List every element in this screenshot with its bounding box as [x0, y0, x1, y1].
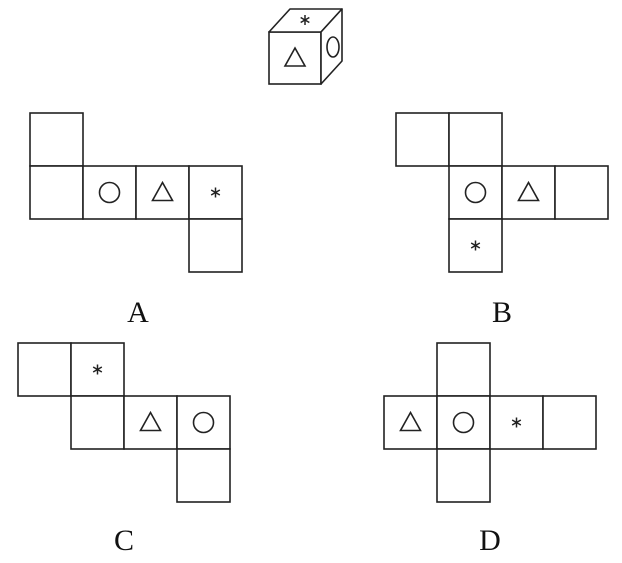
net-cell: [17, 342, 72, 397]
net-cell: [542, 395, 597, 450]
cube-right-face: [320, 8, 343, 85]
net-cell: [135, 165, 190, 220]
option-label-c[interactable]: C: [113, 524, 134, 557]
asterisk-icon: [92, 364, 103, 375]
triangle-icon: [517, 180, 540, 202]
reference-cube: [268, 8, 343, 85]
net-cell: [70, 395, 125, 450]
triangle-icon: [283, 46, 307, 67]
triangle-icon: [151, 180, 174, 202]
asterisk-icon: [210, 187, 221, 198]
net-cell: [501, 165, 556, 220]
asterisk-icon: [470, 240, 481, 251]
asterisk-icon: [511, 417, 522, 428]
option-label-d[interactable]: D: [479, 524, 501, 557]
net-cell: [448, 218, 503, 273]
net-cell: [176, 395, 231, 450]
net-option-b[interactable]: [395, 112, 609, 273]
net-cell: [448, 165, 503, 220]
triangle-icon: [399, 410, 422, 432]
cube-front-face: [268, 31, 322, 85]
circle-icon: [326, 36, 340, 58]
circle-icon: [192, 411, 215, 434]
asterisk-icon: [300, 15, 310, 25]
net-cell: [188, 165, 243, 220]
triangle-icon: [139, 410, 162, 432]
net-cell: [436, 395, 491, 450]
net-cell: [29, 112, 84, 167]
net-cell: [176, 448, 231, 503]
net-cell: [554, 165, 609, 220]
circle-icon: [452, 411, 475, 434]
net-option-d[interactable]: [383, 342, 597, 503]
net-option-c[interactable]: [17, 342, 231, 503]
net-cell: [82, 165, 137, 220]
circle-icon: [98, 181, 121, 204]
option-label-a[interactable]: A: [127, 296, 149, 329]
net-cell: [29, 165, 84, 220]
net-cell: [188, 218, 243, 273]
net-cell: [436, 342, 491, 397]
option-label-b[interactable]: B: [491, 296, 512, 329]
net-cell: [70, 342, 125, 397]
net-cell: [489, 395, 544, 450]
circle-icon: [464, 181, 487, 204]
net-cell: [395, 112, 450, 167]
net-cell: [123, 395, 178, 450]
net-cell: [448, 112, 503, 167]
net-cell: [383, 395, 438, 450]
net-option-a[interactable]: [29, 112, 243, 273]
net-cell: [436, 448, 491, 503]
